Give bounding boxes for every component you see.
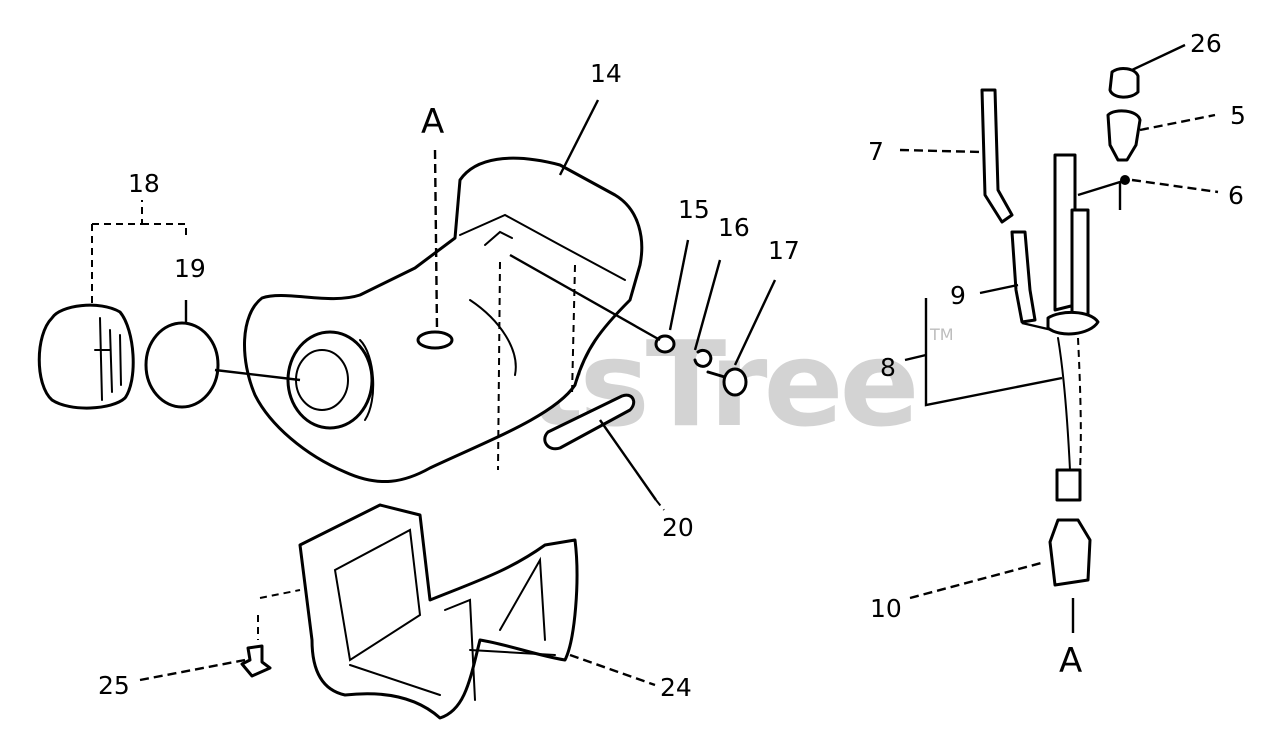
tank-cushion-20[interactable] — [543, 393, 636, 451]
filter-ball-6[interactable] — [1120, 175, 1130, 185]
callout-10: 10 — [870, 594, 902, 623]
cap-gasket-19[interactable] — [144, 321, 220, 409]
tank-bracket-24[interactable] — [298, 503, 579, 720]
filter-cap-26[interactable] — [1108, 67, 1140, 99]
return-hose-9[interactable] — [1010, 230, 1037, 324]
callout-16: 16 — [718, 213, 750, 242]
leader-lines — [91, 43, 1219, 687]
fuel-filter-5[interactable] — [1106, 109, 1142, 162]
fuel-pickup-assembly-8[interactable] — [1046, 153, 1100, 502]
callout-26: 26 — [1190, 29, 1222, 58]
callout-15: 15 — [678, 195, 710, 224]
callout-20: 20 — [662, 513, 694, 542]
callout-25: 25 — [98, 671, 130, 700]
fuel-tank-14[interactable] — [243, 156, 644, 484]
callout-6: 6 — [1228, 181, 1244, 210]
callout-8: 8 — [880, 353, 896, 382]
callout-9: 9 — [950, 281, 966, 310]
lock-washer-16[interactable] — [693, 348, 713, 368]
callout-17: 17 — [768, 236, 800, 265]
callout-5: 5 — [1230, 101, 1246, 130]
watermark-trademark: TM — [929, 325, 954, 344]
fuel-cap-18[interactable] — [37, 303, 135, 410]
callout-a-right: A — [1059, 641, 1082, 681]
callout-a-left: A — [421, 102, 444, 142]
callout-7: 7 — [868, 137, 884, 166]
callout-14: 14 — [590, 59, 622, 88]
callout-24: 24 — [660, 673, 692, 702]
callout-18: 18 — [128, 169, 160, 198]
washer-15[interactable] — [654, 334, 676, 354]
pickup-filter-10[interactable] — [1048, 518, 1092, 587]
callout-19: 19 — [174, 254, 206, 283]
fuel-line-hose-7[interactable] — [980, 88, 1014, 224]
tank-bolt-17[interactable] — [706, 367, 748, 397]
grommet-25[interactable] — [240, 644, 272, 678]
